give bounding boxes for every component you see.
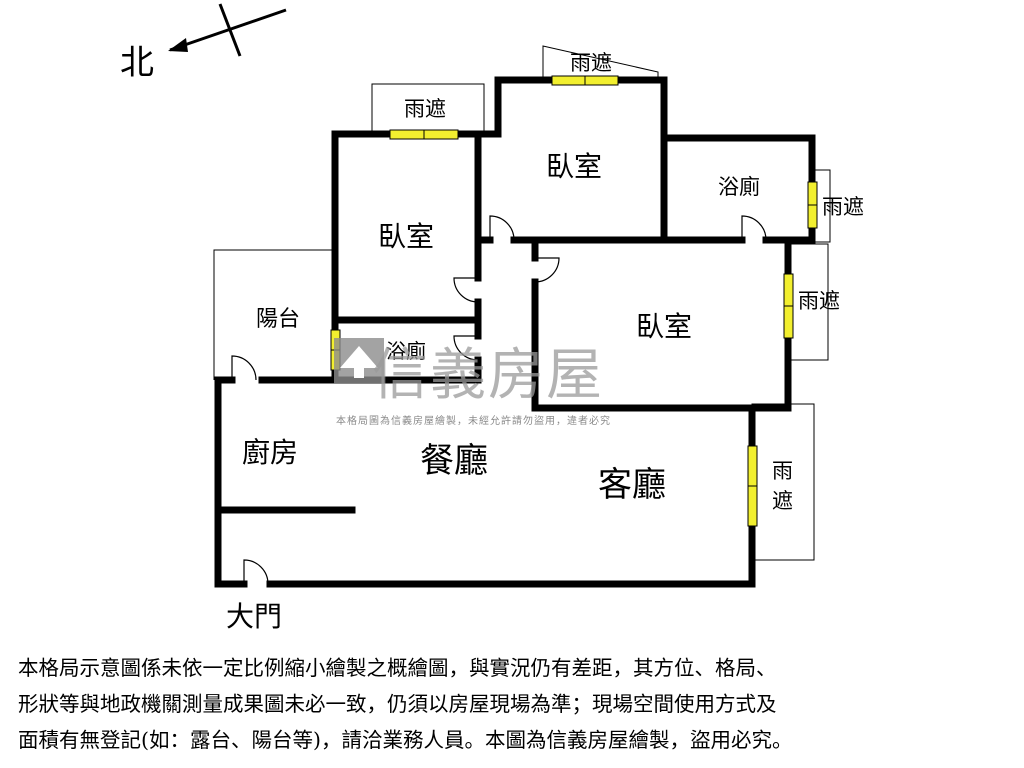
- room-kitchen: 廚房: [242, 436, 298, 469]
- watermark-notice: 本格局圖為信義房屋繪製，未經允許請勿盜用，違者必究: [336, 416, 611, 427]
- disclaimer-line: 面積有無登記(如：露台、陽台等)，請洽業務人員。本圖為信義房屋繪製，盜用必究。: [18, 728, 793, 752]
- awning-label-top-center: 雨遮: [570, 51, 612, 75]
- windows: [330, 75, 818, 527]
- room-dining: 餐廳: [420, 441, 488, 481]
- room-bedroom-top: 臥室: [546, 150, 602, 183]
- disclaimer-line: 形狀等與地政機關測量成果圖未必一致，仍須以房屋現場為準；現場空間使用方式及: [18, 692, 777, 716]
- door-bedroom-right: [534, 257, 560, 283]
- outer-outlines: [213, 45, 831, 561]
- awning-label-right-lower-2: 遮: [772, 489, 793, 513]
- awning-label-right-upper: 雨遮: [822, 195, 864, 219]
- balcony-outline: [213, 249, 335, 380]
- room-bath-top: 浴廁: [718, 175, 760, 199]
- disclaimer-line: 本格局示意圖係未依一定比例縮小繪製之概繪圖，與實況仍有差距，其方位、格局、: [18, 656, 777, 680]
- door-bedroom-left: [453, 277, 479, 303]
- compass: 北: [120, 3, 287, 83]
- watermark-house-icon: [334, 338, 384, 384]
- door-bath-left: [453, 335, 479, 361]
- north-arrow-head: [168, 38, 188, 52]
- awning-top-center-outline: [542, 45, 659, 80]
- watermark-brand: 信義房屋: [372, 343, 604, 408]
- awning-label-right-middle: 雨遮: [798, 289, 840, 313]
- north-arrow-crossbar: [218, 3, 242, 57]
- doors: [231, 215, 767, 585]
- awning-label-right-lower-1: 雨: [772, 459, 793, 483]
- room-bedroom-left: 臥室: [378, 220, 434, 253]
- room-living: 客廳: [598, 465, 666, 505]
- room-balcony: 陽台: [256, 307, 300, 332]
- north-arrow-shaft: [169, 8, 287, 52]
- room-bath-left: 浴廁: [386, 339, 426, 363]
- awning-label-top-left: 雨遮: [404, 97, 446, 121]
- door-balcony: [231, 355, 257, 381]
- floor-plan: 北: [120, 3, 864, 633]
- door-bath-top: [741, 215, 767, 241]
- door-entrance: [243, 559, 269, 585]
- door-bedroom-top: [489, 215, 515, 241]
- disclaimer-text: 本格局示意圖係未依一定比例縮小繪製之概繪圖，與實況仍有差距，其方位、格局、 形狀…: [18, 650, 1008, 758]
- label-entrance: 大門: [226, 600, 282, 633]
- room-bedroom-right: 臥室: [636, 310, 692, 343]
- north-label: 北: [120, 43, 154, 83]
